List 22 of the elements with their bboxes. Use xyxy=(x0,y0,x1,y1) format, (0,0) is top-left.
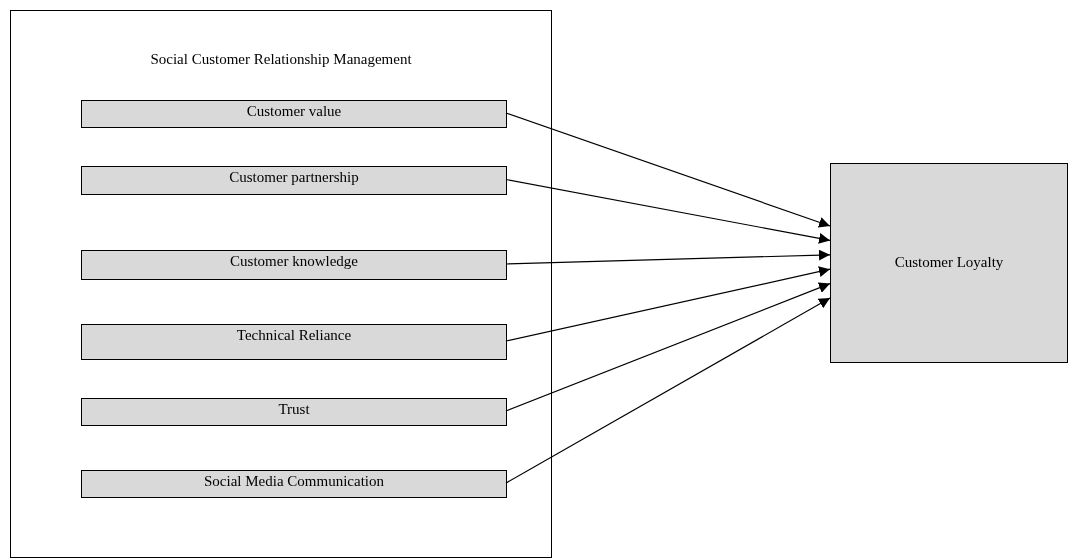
factor-box xyxy=(81,470,507,498)
node-label: Technical Reliance xyxy=(235,327,353,344)
factor-box xyxy=(81,324,507,360)
node-label: Customer Loyalty xyxy=(893,254,1005,271)
outcome-box xyxy=(830,163,1068,363)
factor-box xyxy=(81,100,507,128)
arrow xyxy=(505,282,831,412)
node-label: Social Media Communication xyxy=(203,473,385,490)
group-title: Social Customer Relationship Management xyxy=(149,51,413,68)
group-box xyxy=(10,10,552,558)
factor-box xyxy=(81,250,507,280)
arrow xyxy=(505,297,831,484)
arrow xyxy=(505,178,831,244)
arrow xyxy=(505,249,831,265)
node-label: Customer knowledge xyxy=(229,253,359,270)
arrow xyxy=(505,112,831,228)
factor-box xyxy=(81,398,507,426)
factor-box xyxy=(81,166,507,195)
node-label: Trust xyxy=(277,401,311,418)
arrow xyxy=(505,266,831,342)
node-label: Customer value xyxy=(245,103,343,120)
node-label: Customer partnership xyxy=(228,169,360,186)
